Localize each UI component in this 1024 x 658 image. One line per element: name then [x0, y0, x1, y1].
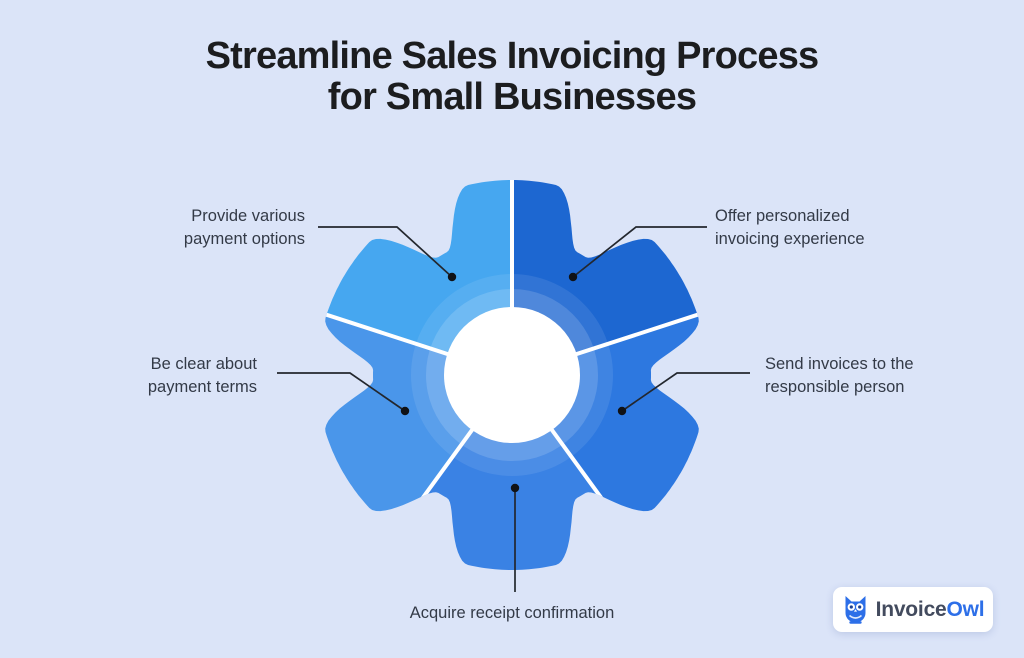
page-title-line2: for Small Businesses — [327, 76, 697, 118]
label-line: Provide various — [191, 207, 305, 225]
label-line: Be clear about — [150, 355, 257, 373]
label-offer-personalized-invoicing: Offer personalized invoicing experience — [715, 205, 865, 251]
logo-wordmark: InvoiceOwl — [876, 598, 985, 622]
label-send-invoices-responsible: Send invoices to the responsible person — [765, 353, 914, 399]
logo-text-owl: Owl — [946, 597, 985, 621]
gear-segment-send-invoices — [512, 282, 699, 570]
connector-provide-various — [318, 226, 453, 278]
label-acquire-receipt-confirmation: Acquire receipt confirmation — [342, 602, 682, 625]
label-line: payment options — [183, 230, 305, 248]
connector-send-invoices — [621, 372, 750, 412]
connector-dot-provide-various — [447, 272, 457, 282]
label-line: payment terms — [147, 378, 257, 396]
invoiceowl-logo: InvoiceOwl — [833, 587, 993, 632]
connector-dot-send-invoices — [617, 406, 627, 416]
label-be-clear-payment-terms: Be clear about payment terms — [148, 353, 257, 399]
connector-dot-offer-personalized — [568, 272, 578, 282]
gear-segment-be-clear — [325, 282, 512, 570]
owl-icon — [845, 595, 866, 624]
label-line: responsible person — [765, 378, 905, 396]
label-line: Acquire receipt confirmation — [409, 604, 615, 622]
connector-dot-acquire-receipt — [510, 483, 520, 493]
label-line: invoicing experience — [715, 230, 865, 248]
connector-dot-be-clear — [400, 406, 410, 416]
page-title: Streamline Sales Invoicing Process for S… — [0, 36, 1024, 118]
connector-offer-personalized — [572, 226, 707, 278]
label-provide-various-payment-options: Provide various payment options — [184, 205, 305, 251]
connector-be-clear — [277, 372, 406, 412]
label-line: Send invoices to the — [765, 355, 914, 373]
logo-text-invoice: Invoice — [875, 597, 947, 621]
gear-center-circle — [444, 307, 580, 443]
gear-segment-acquire-receipt — [335, 375, 689, 570]
page-title-line1: Streamline Sales Invoicing Process — [205, 35, 820, 77]
label-line: Offer personalized — [715, 207, 850, 225]
